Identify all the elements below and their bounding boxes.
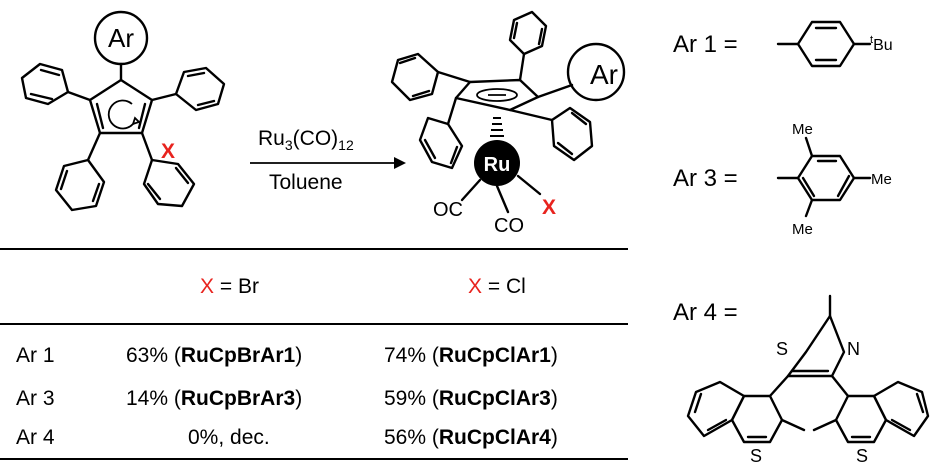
ar1-definition: Ar 1 = tBu [673,20,893,68]
row-label: Ar 4 [16,426,55,449]
row-label: Ar 3 [16,387,55,410]
reagent-label: Ru3(CO)12 [258,127,354,153]
product-aryl-label: Ar [590,59,618,90]
reactant-halide-label: X [161,140,175,163]
ar4-definition: Ar 4 = S N S S [673,294,930,464]
product-structure: Ar Ru OC CO X [390,10,626,237]
co-left-label: OC [433,199,463,221]
product-aryl-circle [566,42,626,102]
ar4-thiazole-s: S [776,339,788,359]
ar3-label: Ar 3 = [673,165,738,192]
reactant-aryl-label: Ar [108,23,134,53]
metal-label: Ru [484,154,511,176]
ar4-right-s: S [856,446,868,464]
solvent-label: Toluene [269,171,343,194]
ar4-thiazole-n: N [847,339,860,359]
br-yield-cell: 14% (RuCpBrAr3) [126,387,303,410]
cl-yield-cell: 74% (RuCpClAr1) [384,344,558,367]
ar3-me-bottom: Me [792,221,813,238]
br-yield-cell: 0%, dec. [188,426,270,449]
co-bottom-label: CO [494,215,524,237]
br-yield-cell: 63% (RuCpBrAr1) [126,344,303,367]
row-label: Ar 1 [16,344,55,367]
cl-yield-cell: 59% (RuCpClAr3) [384,387,558,410]
ruthenium-center [474,140,520,186]
cl-yield-cell: 56% (RuCpClAr4) [384,426,558,449]
product-halide-label: X [542,196,556,219]
reactant-structure: Ar X [20,10,226,212]
reaction-arrow: Ru3(CO)12 Toluene [250,127,406,194]
ar4-left-s: S [750,446,762,464]
ar3-definition: Ar 3 = Me Me Me [673,121,892,238]
ar3-me-right: Me [871,171,892,188]
ar4-label: Ar 4 = [673,299,738,326]
ar3-me-top: Me [792,121,813,138]
ar1-label: Ar 1 = [673,31,738,58]
header-cl: X = Cl [468,275,526,298]
ar1-tbu-label: tBu [870,34,893,54]
header-br: X = Br [200,275,259,298]
